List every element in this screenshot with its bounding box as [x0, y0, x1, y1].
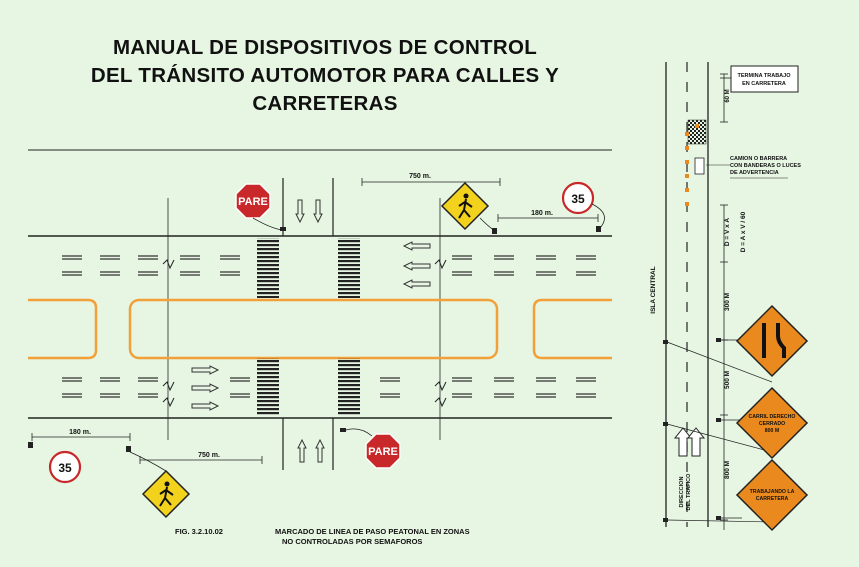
- title-line-2: DEL TRÁNSITO AUTOMOTOR PARA CALLES Y: [90, 64, 560, 87]
- dimension-800m: 800 M: [724, 461, 731, 479]
- road-work-sign: TRABAJANDO LA CARRETERA: [735, 458, 809, 532]
- title-line-1: MANUAL DE DISPOSITIVOS DE CONTROL: [112, 36, 538, 59]
- stop-sign-bottom: PARE: [340, 428, 401, 469]
- stop-sign-top: PARE: [235, 183, 286, 231]
- dimension-180-top: 180 m.: [531, 210, 553, 217]
- crosswalk-bottom-left: [257, 358, 279, 416]
- svg-text:CARRETERA: CARRETERA: [756, 496, 789, 502]
- dimension-750-top: 750 m.: [409, 173, 431, 180]
- page-title: MANUAL DE DISPOSITIVOS DE CONTROL DEL TR…: [30, 34, 620, 118]
- pedestrian-sign-bottom: [126, 446, 191, 519]
- median-outline: [28, 298, 98, 360]
- crosswalk-top-right: [338, 238, 360, 298]
- svg-text:35: 35: [571, 192, 585, 206]
- figure-caption-line-2: NO CONTROLADAS POR SEMAFOROS: [282, 537, 422, 546]
- formula-1: D = V x A: [724, 218, 731, 246]
- svg-text:CERRADO: CERRADO: [759, 421, 785, 427]
- svg-text:TRABAJANDO LA: TRABAJANDO LA: [750, 489, 795, 495]
- pedestrian-sign-top: [440, 181, 497, 234]
- truck-label-3: DE ADVERTENCIA: [730, 170, 779, 176]
- work-zone-diagram: TERMINA TRABAJO EN CARRETERA 60 M CAMION…: [650, 62, 809, 532]
- title-line-3: CARRETERAS: [252, 92, 398, 115]
- direction-label-1: DIRECCION: [679, 477, 685, 508]
- speed-limit-sign-bottom: 35: [28, 442, 82, 484]
- lane-merge-sign: [735, 304, 809, 378]
- svg-text:PARE: PARE: [238, 196, 268, 208]
- dimension-750-bottom: 750 m.: [198, 452, 220, 459]
- crosswalk-top-left: [257, 238, 279, 298]
- end-work-sign: [730, 65, 799, 93]
- direction-label-2: DEL TRAFICO: [686, 473, 692, 511]
- dimension-500m: 500 M: [724, 371, 731, 389]
- crosswalk-bottom-right: [338, 358, 360, 416]
- svg-text:PARE: PARE: [368, 446, 398, 458]
- speed-limit-sign-top: 35: [561, 181, 605, 232]
- isla-central-label: ISLA CENTRAL: [650, 266, 657, 313]
- intersection-diagram: PARE PARE 35: [28, 149, 612, 546]
- figure-number: FIG. 3.2.10.02: [175, 527, 223, 536]
- svg-text:CARRIL DERECHO: CARRIL DERECHO: [749, 414, 796, 420]
- dimension-lines: [31, 178, 599, 464]
- lane-arrows-left: [402, 241, 431, 289]
- right-lane-closed-sign: CARRIL DERECHO CERRADO 800 M: [735, 386, 809, 460]
- dimension-60m: 60 M: [725, 89, 731, 102]
- lane-markings-bottom: [62, 377, 596, 398]
- traffic-direction-arrows: [673, 427, 706, 457]
- lane-arrows-down: [295, 199, 323, 224]
- svg-text:TERMINA TRABAJO: TERMINA TRABAJO: [738, 73, 792, 79]
- median-island: [128, 298, 499, 360]
- truck-label-1: CAMION O BARRERA: [730, 156, 787, 162]
- truck-label-2: CON BANDERAS O LUCES: [730, 163, 801, 169]
- svg-text:800 M: 800 M: [765, 428, 779, 434]
- formula-2: D = A x V / 60: [740, 211, 747, 252]
- dimension-300m: 300 M: [724, 293, 731, 311]
- lane-arrows-right: [191, 365, 220, 411]
- work-area: [687, 119, 707, 145]
- traffic-cones: [685, 124, 699, 206]
- svg-text:35: 35: [58, 461, 72, 475]
- svg-text:EN CARRETERA: EN CARRETERA: [742, 81, 786, 87]
- figure-caption-line-1: MARCADO DE LINEA DE PASO PEATONAL EN ZON…: [275, 527, 470, 536]
- lane-arrows-up: [297, 438, 325, 463]
- dimension-180-bottom: 180 m.: [69, 429, 91, 436]
- lane-markings-top: [62, 255, 596, 276]
- warning-truck: [694, 157, 705, 175]
